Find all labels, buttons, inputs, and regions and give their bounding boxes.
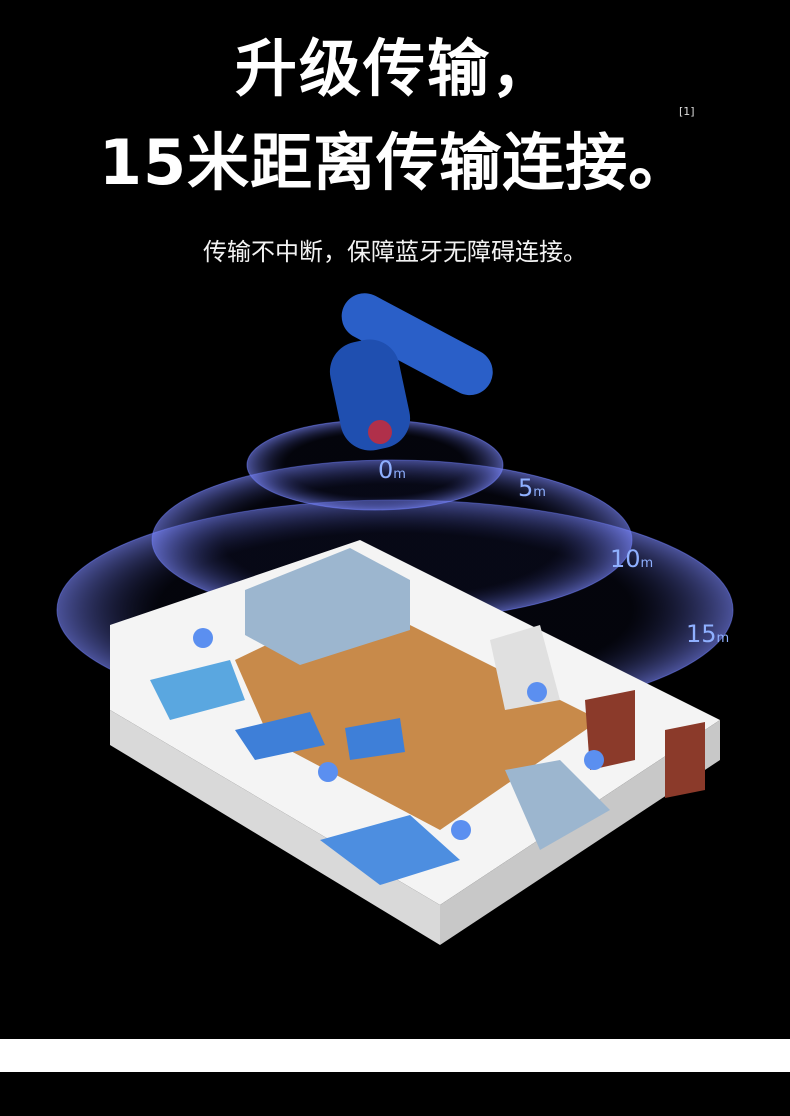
bluetooth-icon: [527, 682, 547, 702]
floor-plan-image: [110, 540, 720, 945]
distance-label-15m: 15m: [686, 620, 730, 648]
bluetooth-icon: [584, 750, 604, 770]
bluetooth-icon: [193, 628, 213, 648]
bluetooth-icon: [451, 820, 471, 840]
bluetooth-icon: [318, 762, 338, 782]
footnote-marker: [1]: [679, 105, 695, 118]
bluetooth-markers: [193, 628, 604, 840]
white-divider-band: [0, 1039, 790, 1072]
earbud-image: [329, 293, 493, 451]
subtitle: 传输不中断，保障蓝牙无障碍连接。: [203, 238, 587, 266]
distance-label-0m: 0m: [378, 456, 406, 484]
distance-label-10m: 10m: [610, 545, 654, 573]
headline-line2: 15米距离传输连接。: [98, 126, 692, 199]
headline-line1: 升级传输，: [234, 32, 555, 105]
distance-label-5m: 5m: [518, 474, 546, 502]
